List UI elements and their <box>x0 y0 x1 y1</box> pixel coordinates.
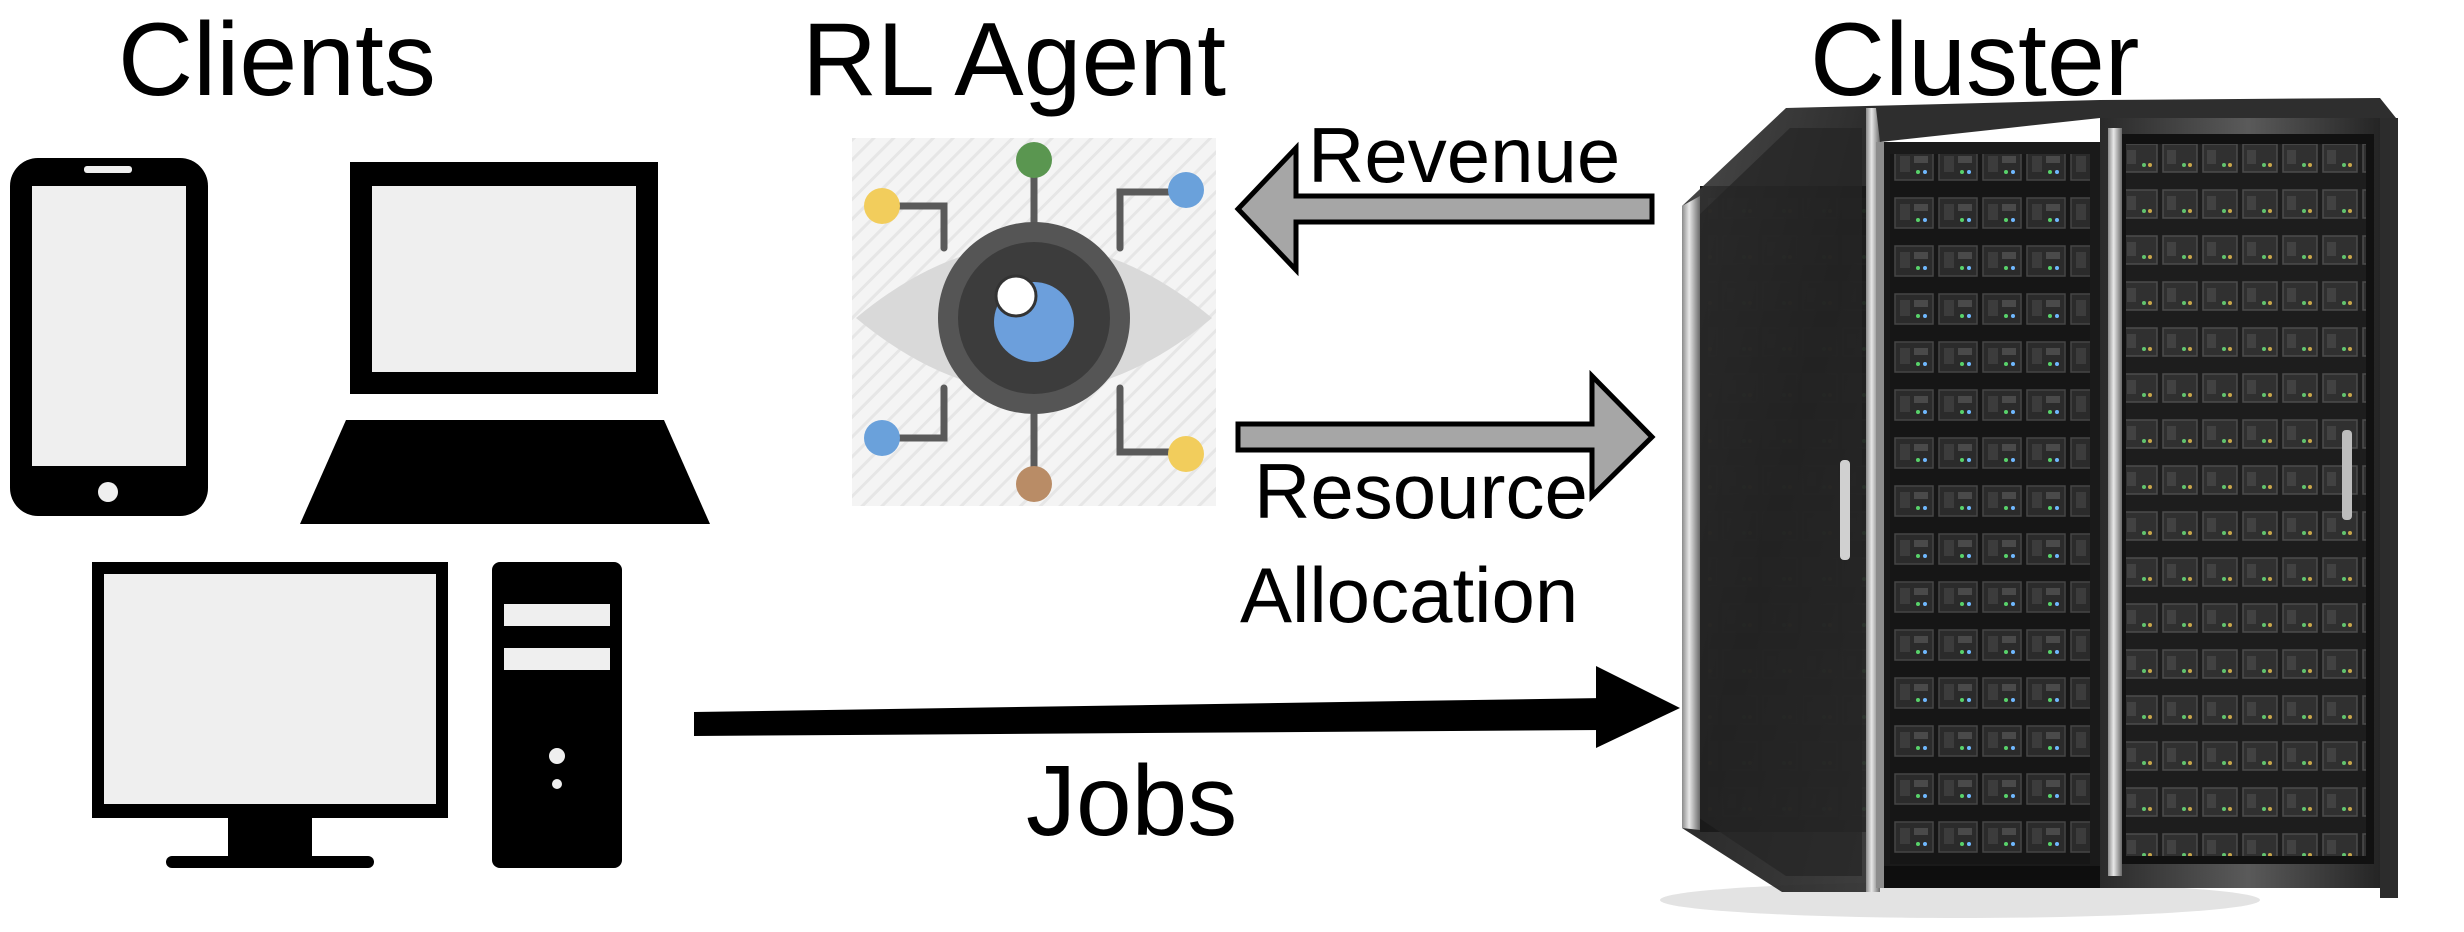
allocation-label: Allocation <box>1240 551 1579 639</box>
laptop-icon <box>300 162 710 524</box>
rl-agent-eye-icon <box>852 138 1216 506</box>
revenue-label: Revenue <box>1308 111 1621 199</box>
agent-node-bottom-right <box>1168 436 1204 472</box>
monitor-icon <box>92 562 448 868</box>
revenue-arrow <box>1234 141 1655 277</box>
agent-node-top-right <box>1168 172 1204 208</box>
server-cluster-icon <box>1660 98 2398 918</box>
resource-allocation-arrow <box>1235 369 1656 502</box>
desktop-tower-icon <box>492 562 622 868</box>
jobs-arrow <box>694 666 1680 748</box>
cluster-heading: Cluster <box>1810 2 2140 118</box>
agent-node-bottom-left <box>864 420 900 456</box>
agent-node-bottom <box>1016 466 1052 502</box>
rl-agent-heading: RL Agent <box>802 2 1227 118</box>
jobs-label: Jobs <box>1026 745 1238 857</box>
agent-node-top <box>1016 142 1052 178</box>
phone-icon <box>10 158 208 516</box>
clients-heading: Clients <box>118 2 436 118</box>
agent-node-top-left <box>864 188 900 224</box>
resource-label: Resource <box>1254 447 1588 535</box>
